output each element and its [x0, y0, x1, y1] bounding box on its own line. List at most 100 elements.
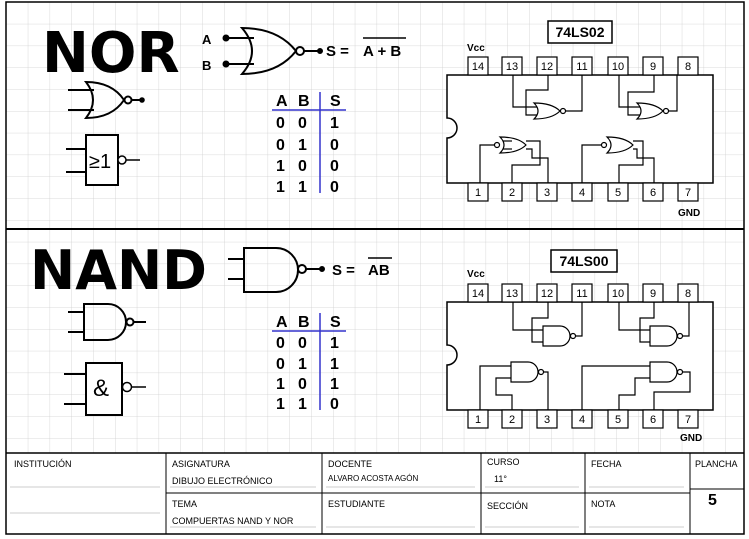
- estudiante-label: ESTUDIANTE: [328, 499, 385, 509]
- nor-chip-bottom-pin: [607, 182, 629, 202]
- nand-tt-cell: 0: [298, 335, 307, 352]
- nand-chip-top-pin-number: 10: [612, 288, 624, 300]
- nor-chip-top-pin-number: 12: [541, 61, 553, 73]
- nand-truth-table: A B S 0 0 1 0 1 1 1 0 1 1 1 0: [272, 313, 346, 413]
- nota-label: NOTA: [591, 499, 615, 509]
- nor-chip-bottom-pin: [642, 182, 664, 202]
- nor-chip-top-pin: [642, 56, 664, 76]
- tema-value: COMPUERTAS NAND Y NOR: [172, 516, 294, 526]
- nor-input-a-label: A: [202, 32, 212, 47]
- nor-chip-bottom-pin-number: 3: [544, 187, 550, 199]
- nor-chip-vcc-label: Vcc: [467, 43, 485, 54]
- nand-chip-bottom-pin: [677, 409, 699, 429]
- nand-chip-top-pin-number: 12: [541, 288, 553, 300]
- nor-equation-prefix: S =: [326, 43, 349, 60]
- nand-equation-expression: AB: [368, 262, 390, 279]
- nor-chip-gnd-label: GND: [678, 208, 700, 219]
- nor-chip-top-pin: [501, 56, 523, 76]
- nor-tt-cell: 0: [298, 158, 307, 175]
- nor-tt-cell: 1: [276, 179, 285, 196]
- asignatura-label: ASIGNATURA: [172, 459, 230, 469]
- nand-title: NAND: [30, 239, 207, 302]
- nand-chip-bottom-pin-number: 2: [509, 414, 515, 426]
- nand-tt-cell: 1: [330, 376, 339, 393]
- nor-title: NOR: [42, 21, 180, 86]
- plancha-label: PLANCHA: [695, 459, 738, 469]
- nand-chip-top-pin: [536, 283, 558, 303]
- institucion-label: INSTITUCIÓN: [14, 459, 72, 469]
- nor-main-gate: A B: [202, 26, 323, 76]
- nand-tt-cell: 1: [298, 396, 307, 413]
- nor-tt-header-b: B: [298, 93, 310, 110]
- nand-iec-label: &: [93, 375, 109, 402]
- nor-tt-header-s: S: [330, 93, 341, 110]
- nand-chip-bottom-pin-number: 7: [685, 414, 691, 426]
- nor-equation-expression: A + B: [363, 43, 401, 60]
- nand-section: NAND S = AB &: [30, 239, 714, 444]
- nand-chip-part-label: 74LS00: [559, 253, 608, 269]
- nor-chip-bottom-pin-number: 6: [650, 187, 656, 199]
- nor-chip-bottom-pin-number: 7: [685, 187, 691, 199]
- nand-chip-bottom-pin-number: 5: [615, 414, 621, 426]
- nand-chip-top-pin-number: 9: [650, 288, 656, 300]
- nand-equation-prefix: S =: [332, 262, 355, 279]
- nor-chip-top-pin: [607, 56, 629, 76]
- asignatura-value: DIBUJO ELECTRÓNICO: [172, 476, 273, 486]
- nand-tt-cell: 0: [298, 376, 307, 393]
- nand-chip-bottom-pin-number: 1: [475, 414, 481, 426]
- nor-chip-top-pin-number: 13: [506, 61, 518, 73]
- nor-tt-cell: 1: [276, 158, 285, 175]
- nand-tt-cell: 1: [276, 376, 285, 393]
- nor-chip-top-pin-number: 10: [612, 61, 624, 73]
- title-block: [6, 452, 744, 534]
- nand-chip-top-pin-number: 11: [576, 288, 587, 300]
- nand-chip-bottom-pin-number: 6: [650, 414, 656, 426]
- nor-tt-cell: 0: [330, 158, 339, 175]
- nand-tt-cell: 1: [330, 356, 339, 373]
- nor-tt-cell: 0: [276, 115, 285, 132]
- nand-tt-cell: 0: [330, 396, 339, 413]
- nand-small-gate-icon: [68, 303, 146, 341]
- nand-chip-bottom-pin: [642, 409, 664, 429]
- nor-input-b-label: B: [202, 58, 211, 73]
- nand-chip-bottom-pin: [467, 409, 489, 429]
- nor-iec-label: ≥1: [89, 151, 111, 173]
- nor-chip-bottom-pin-number: 1: [475, 187, 481, 199]
- nand-chip-bottom-pin: [607, 409, 629, 429]
- nand-tt-cell: 1: [298, 356, 307, 373]
- nor-chip-bottom-pin-number: 4: [579, 187, 585, 199]
- nor-chip-bottom-pin-number: 2: [509, 187, 515, 199]
- nand-chip-top-pin: [677, 283, 699, 303]
- nor-tt-cell: 1: [330, 115, 339, 132]
- nand-chip-top-pin: [467, 283, 489, 303]
- nor-chip-top-pin: [467, 56, 489, 76]
- nor-iec-symbol: ≥1: [66, 134, 140, 186]
- nand-tt-cell: 1: [276, 396, 285, 413]
- nor-chip-top-pin: [536, 56, 558, 76]
- nor-chip-bottom-pin: [536, 182, 558, 202]
- docente-value: ALVARO ACOSTA AGÓN: [328, 474, 418, 483]
- nor-tt-cell: 0: [298, 115, 307, 132]
- sheet-frame: [5, 1, 745, 535]
- nor-truth-table: A B S 0 0 1 0 1 0 1 0 0 1 1 0: [272, 92, 346, 196]
- nor-tt-cell: 1: [298, 137, 307, 154]
- title-block-text: INSTITUCIÓN ASIGNATURA DIBUJO ELECTRÓNIC…: [14, 457, 738, 526]
- nor-chip-top-pin-number: 11: [576, 61, 587, 73]
- nand-chip-vcc-label: Vcc: [467, 269, 485, 280]
- nand-tt-header-a: A: [276, 314, 288, 331]
- seccion-label: SECCIÓN: [487, 501, 528, 511]
- nand-tt-cell: 1: [330, 335, 339, 352]
- nor-chip-top-pin-number: 9: [650, 61, 656, 73]
- nor-small-gate-icon: [68, 80, 145, 120]
- nor-tt-cell: 1: [298, 179, 307, 196]
- nor-chip-bottom-pin-number: 5: [615, 187, 621, 199]
- nand-chip-top-pin-number: 13: [506, 288, 518, 300]
- nor-chip-top-pin: [677, 56, 699, 76]
- nand-chip-top-pin: [607, 283, 629, 303]
- nand-tt-header-b: B: [298, 314, 310, 331]
- nor-chip-bottom-pin: [677, 182, 699, 202]
- nand-chip-top-pin: [642, 283, 664, 303]
